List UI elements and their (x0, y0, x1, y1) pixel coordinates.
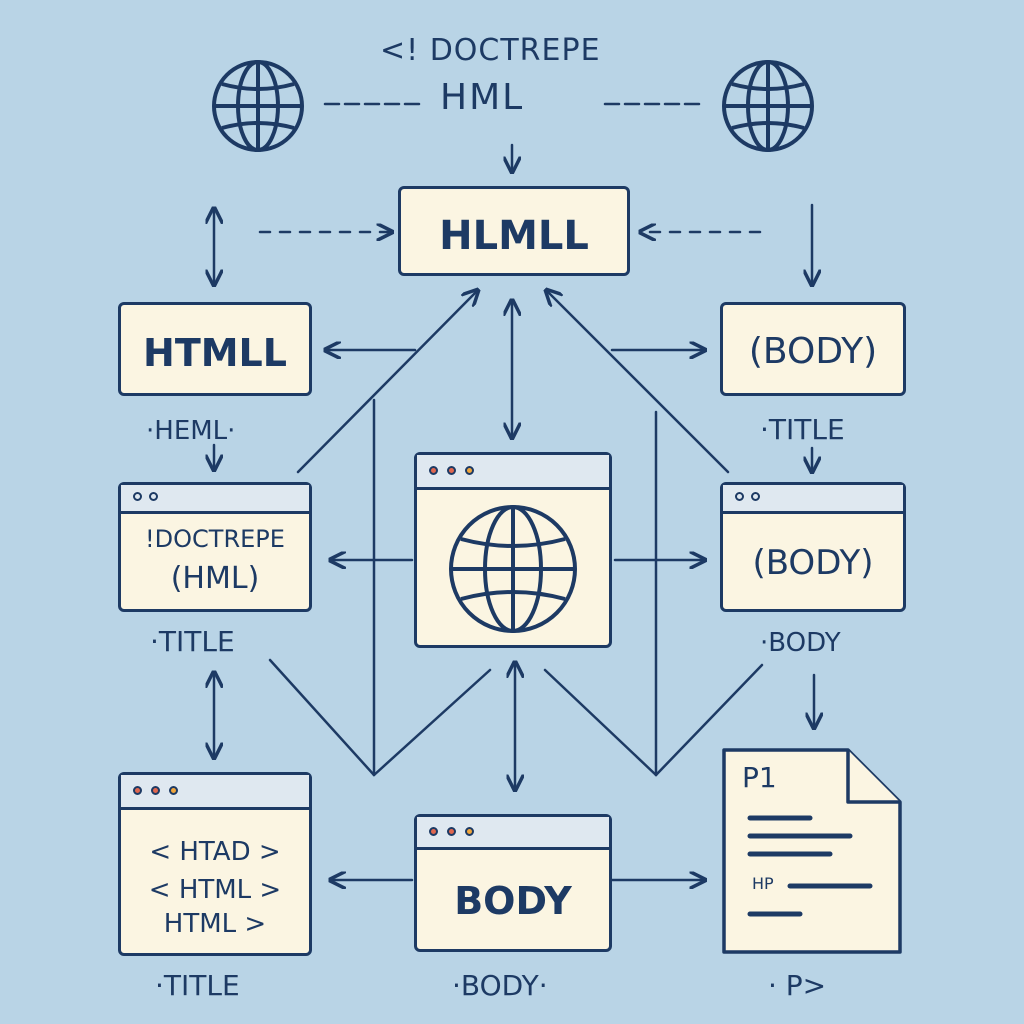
node-top-center[interactable]: HLMLL (398, 186, 630, 276)
caption-left-top: ·HEML· (146, 416, 236, 446)
connector-diag-low-4 (654, 663, 764, 777)
node-right-mid-window[interactable]: (BODY) (720, 482, 906, 612)
connector-diag-low-2 (372, 668, 492, 777)
window-dot (133, 492, 142, 501)
node-center-window[interactable] (414, 452, 612, 648)
globe-icon (449, 505, 577, 633)
caption-bottom-center: ·BODY· (452, 969, 548, 1002)
connector-diag-low-1 (268, 658, 376, 777)
node-top-center-label: HLMLL (439, 213, 589, 259)
window-titlebar (723, 485, 903, 514)
connector-diag-low-3 (543, 668, 658, 777)
node-left-top[interactable]: HTMLL (118, 302, 312, 396)
document-inline-tag: HP (752, 874, 774, 893)
node-right-top[interactable]: (BODY) (720, 302, 906, 396)
caption-left-mid: ·TITLE (150, 625, 235, 658)
document-title: P1 (742, 761, 777, 794)
caption-right-mid: ·BODY (760, 628, 841, 658)
node-right-top-label: (BODY) (748, 331, 878, 372)
globe-icon (212, 60, 304, 152)
window-titlebar (417, 817, 609, 850)
window-dot-red (151, 786, 160, 795)
connector-diag-top-right (546, 290, 730, 474)
window-dot (735, 492, 744, 501)
header-title: <! DOCTREPE (380, 33, 601, 68)
node-bottom-center-window[interactable]: BODY (414, 814, 612, 952)
window-dot (751, 492, 760, 501)
node-left-mid-line2: (HML) (170, 561, 260, 596)
window-dot-orange (169, 786, 178, 795)
window-dot-red (133, 786, 142, 795)
window-titlebar (417, 455, 609, 490)
globe-icon (722, 60, 814, 152)
window-dot-orange (465, 827, 474, 836)
node-left-mid-window[interactable]: !DOCTREPE (HML) (118, 482, 312, 612)
node-bottom-left-line3: HTML > (163, 909, 267, 939)
node-left-top-label: HTMLL (143, 331, 287, 375)
node-left-mid-line1: !DOCTREPE (145, 525, 285, 553)
node-bottom-left-line1: < HTAD > (149, 837, 281, 867)
window-dot-red (447, 466, 456, 475)
node-bottom-left-window[interactable]: < HTAD > < HTML > HTML > (118, 772, 312, 956)
window-dot-orange (465, 466, 474, 475)
window-titlebar (121, 775, 309, 810)
caption-bottom-right: · P> (768, 969, 827, 1002)
connector-diag-top-left (296, 290, 478, 474)
window-dot-red (429, 827, 438, 836)
caption-bottom-left: ·TITLE (155, 969, 240, 1002)
window-dot-red (429, 466, 438, 475)
window-dot (149, 492, 158, 501)
document-icon[interactable] (720, 746, 904, 958)
node-bottom-center-label: BODY (454, 879, 572, 923)
caption-right-top: ·TITLE (760, 413, 845, 446)
header-subtitle: HML (440, 77, 525, 118)
node-right-mid-label: (BODY) (752, 543, 874, 583)
node-bottom-left-line2: < HTML > (148, 875, 282, 905)
window-dot-red (447, 827, 456, 836)
